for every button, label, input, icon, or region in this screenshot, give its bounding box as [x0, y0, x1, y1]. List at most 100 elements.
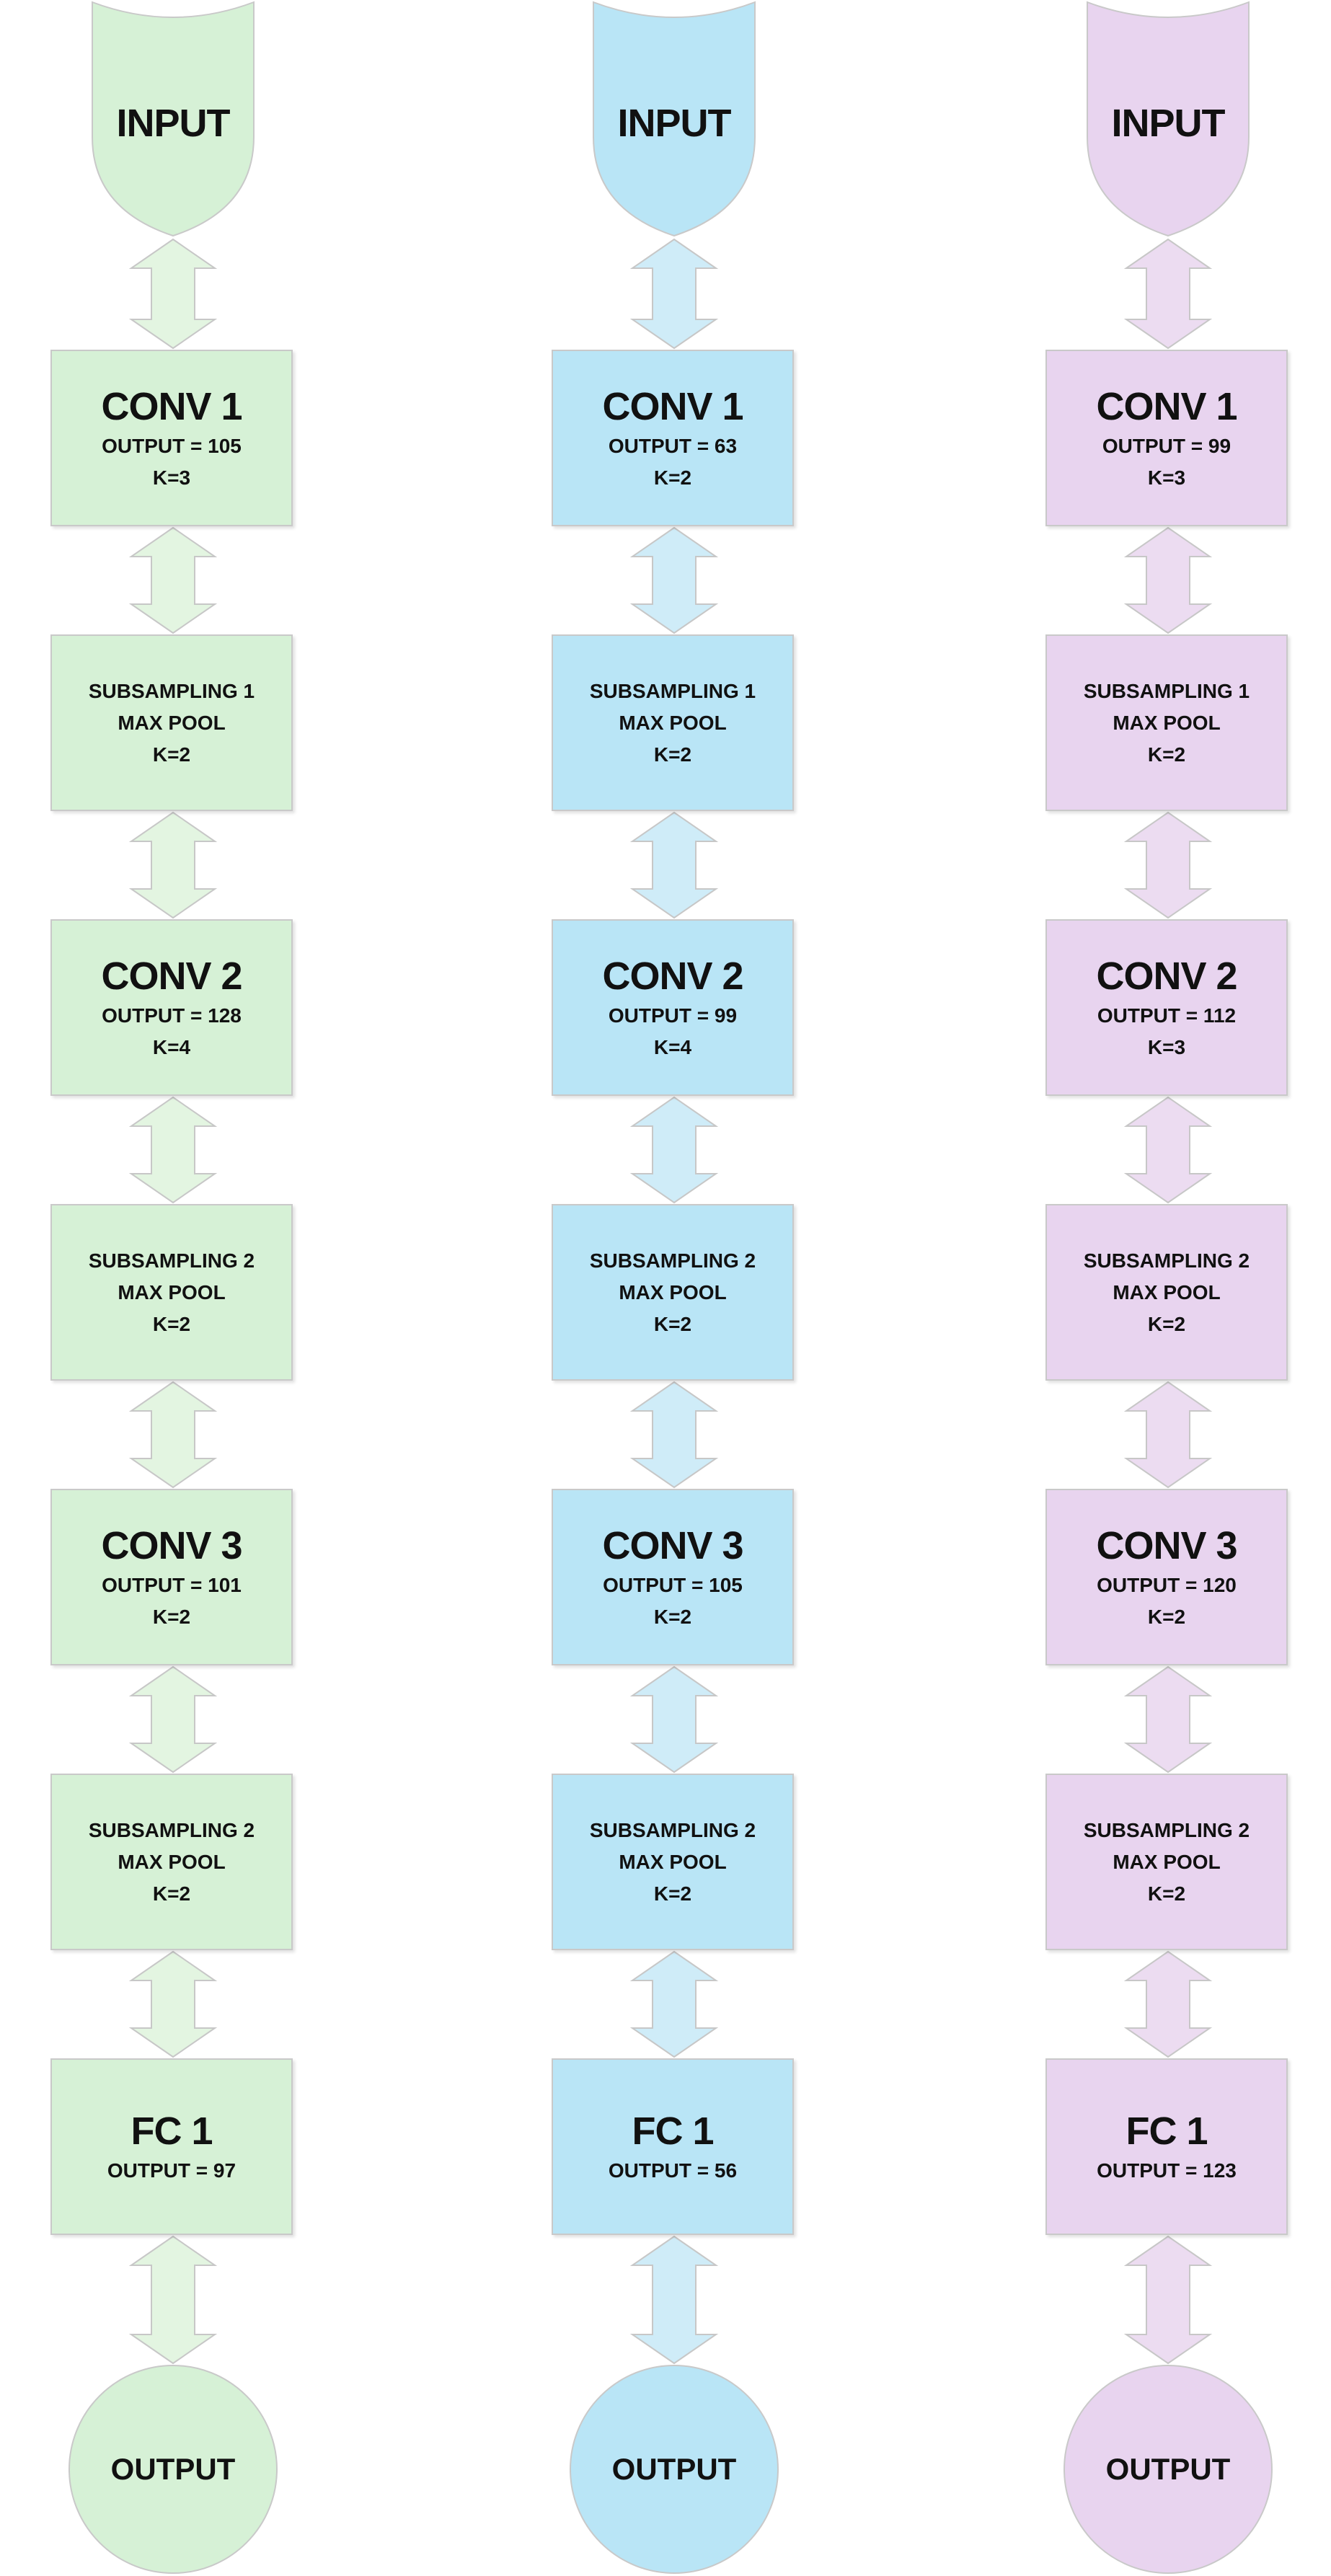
double-arrow-connector-6 [128, 1665, 218, 1774]
connector-arrows [629, 238, 719, 2365]
input-label: INPUT [617, 102, 732, 145]
conv3-kernel: K=2 [152, 1605, 191, 1628]
fc1-output: OUTPUT = 97 [107, 2159, 236, 2182]
subsampling1-pool: MAX POOL [118, 711, 226, 734]
subsampling2-pool: MAX POOL [619, 1280, 727, 1304]
conv3-title: CONV 3 [602, 1523, 743, 1567]
conv3-box: CONV 3 OUTPUT = 101 K=2 [50, 1489, 293, 1665]
subsampling2-box: SUBSAMPLING 2 MAX POOL K=2 [1045, 1204, 1288, 1381]
conv2-output: OUTPUT = 128 [102, 1004, 242, 1027]
conv1-kernel: K=2 [653, 466, 692, 489]
fc1-box: FC 1 OUTPUT = 123 [1045, 2058, 1288, 2235]
double-arrow-connector-5 [629, 1381, 719, 1489]
output-node: OUTPUT [68, 2365, 278, 2574]
conv2-output: OUTPUT = 112 [1097, 1004, 1237, 1027]
conv3-kernel: K=2 [1147, 1605, 1186, 1628]
subsampling3-title: SUBSAMPLING 2 [589, 1818, 756, 1841]
subsampling2-kernel: K=2 [653, 1312, 692, 1335]
output-label: OUTPUT [1105, 2452, 1231, 2486]
conv1-kernel: K=3 [152, 466, 191, 489]
conv3-output: OUTPUT = 105 [603, 1573, 743, 1596]
conv2-title: CONV 2 [1096, 954, 1237, 998]
connector-arrows [128, 238, 218, 2365]
conv2-kernel: K=4 [653, 1035, 692, 1058]
conv3-box: CONV 3 OUTPUT = 105 K=2 [552, 1489, 794, 1665]
subsampling2-kernel: K=2 [152, 1312, 191, 1335]
subsampling3-pool: MAX POOL [1113, 1850, 1221, 1873]
fc1-title: FC 1 [1126, 2109, 1208, 2153]
conv3-title: CONV 3 [101, 1523, 242, 1567]
double-arrow-connector-6 [1123, 1665, 1213, 1774]
double-arrow-connector-7 [629, 1950, 719, 2058]
network-column-2: INPUT CONV 1 OUTPUT = 63 K=2 SUBSAMPLING… [552, 0, 797, 2576]
subsampling2-kernel: K=2 [1147, 1312, 1186, 1335]
subsampling1-title: SUBSAMPLING 1 [88, 679, 255, 702]
subsampling1-title: SUBSAMPLING 1 [1083, 679, 1250, 702]
conv1-kernel: K=3 [1147, 466, 1186, 489]
double-arrow-connector-4 [1123, 1096, 1213, 1204]
fc1-title: FC 1 [632, 2109, 714, 2153]
subsampling2-pool: MAX POOL [1113, 1280, 1221, 1304]
double-arrow-connector-3 [1123, 811, 1213, 919]
subsampling1-kernel: K=2 [1147, 743, 1186, 766]
subsampling3-pool: MAX POOL [118, 1850, 226, 1873]
double-arrow-connector-1 [1123, 238, 1213, 350]
input-label: INPUT [116, 102, 231, 145]
output-label: OUTPUT [110, 2452, 236, 2486]
subsampling3-box: SUBSAMPLING 2 MAX POOL K=2 [50, 1774, 293, 1950]
conv1-box: CONV 1 OUTPUT = 99 K=3 [1045, 350, 1288, 526]
double-arrow-connector-5 [1123, 1381, 1213, 1489]
conv1-title: CONV 1 [602, 384, 743, 428]
conv2-output: OUTPUT = 99 [608, 1004, 738, 1027]
conv3-box: CONV 3 OUTPUT = 120 K=2 [1045, 1489, 1288, 1665]
input-shape [1087, 1, 1250, 237]
conv1-output: OUTPUT = 99 [1102, 434, 1231, 457]
double-arrow-connector-7 [128, 1950, 218, 2058]
double-arrow-connector-6 [629, 1665, 719, 1774]
subsampling3-box: SUBSAMPLING 2 MAX POOL K=2 [1045, 1774, 1288, 1950]
double-arrow-connector-4 [128, 1096, 218, 1204]
fc1-box: FC 1 OUTPUT = 97 [50, 2058, 293, 2235]
conv1-output: OUTPUT = 63 [608, 434, 738, 457]
double-arrow-connector-4 [629, 1096, 719, 1204]
subsampling3-box: SUBSAMPLING 2 MAX POOL K=2 [552, 1774, 794, 1950]
output-label: OUTPUT [611, 2452, 737, 2486]
double-arrow-connector-5 [128, 1381, 218, 1489]
subsampling2-box: SUBSAMPLING 2 MAX POOL K=2 [552, 1204, 794, 1381]
subsampling2-box: SUBSAMPLING 2 MAX POOL K=2 [50, 1204, 293, 1381]
double-arrow-connector-1 [629, 238, 719, 350]
conv1-title: CONV 1 [101, 384, 242, 428]
subsampling2-title: SUBSAMPLING 2 [1083, 1249, 1250, 1272]
subsampling1-box: SUBSAMPLING 1 MAX POOL K=2 [552, 634, 794, 811]
subsampling3-title: SUBSAMPLING 2 [1083, 1818, 1250, 1841]
input-shape [92, 1, 255, 237]
subsampling3-kernel: K=2 [653, 1882, 692, 1905]
subsampling1-box: SUBSAMPLING 1 MAX POOL K=2 [50, 634, 293, 811]
subsampling3-title: SUBSAMPLING 2 [88, 1818, 255, 1841]
conv2-kernel: K=4 [152, 1035, 191, 1058]
conv2-title: CONV 2 [101, 954, 242, 998]
subsampling3-kernel: K=2 [1147, 1882, 1186, 1905]
subsampling3-kernel: K=2 [152, 1882, 191, 1905]
conv1-title: CONV 1 [1096, 384, 1237, 428]
double-arrow-connector-7 [1123, 1950, 1213, 2058]
subsampling1-pool: MAX POOL [619, 711, 727, 734]
subsampling3-pool: MAX POOL [619, 1850, 727, 1873]
subsampling1-kernel: K=2 [653, 743, 692, 766]
fc1-box: FC 1 OUTPUT = 56 [552, 2058, 794, 2235]
connector-arrows [1123, 238, 1213, 2365]
fc1-output: OUTPUT = 56 [608, 2159, 738, 2182]
double-arrow-connector-8 [629, 2235, 719, 2365]
subsampling1-pool: MAX POOL [1113, 711, 1221, 734]
subsampling2-title: SUBSAMPLING 2 [589, 1249, 756, 1272]
conv3-title: CONV 3 [1096, 1523, 1237, 1567]
conv1-box: CONV 1 OUTPUT = 63 K=2 [552, 350, 794, 526]
double-arrow-connector-3 [128, 811, 218, 919]
conv2-box: CONV 2 OUTPUT = 112 K=3 [1045, 919, 1288, 1096]
fc1-title: FC 1 [131, 2109, 213, 2153]
subsampling2-pool: MAX POOL [118, 1280, 226, 1304]
double-arrow-connector-2 [128, 526, 218, 634]
conv1-box: CONV 1 OUTPUT = 105 K=3 [50, 350, 293, 526]
double-arrow-connector-3 [629, 811, 719, 919]
